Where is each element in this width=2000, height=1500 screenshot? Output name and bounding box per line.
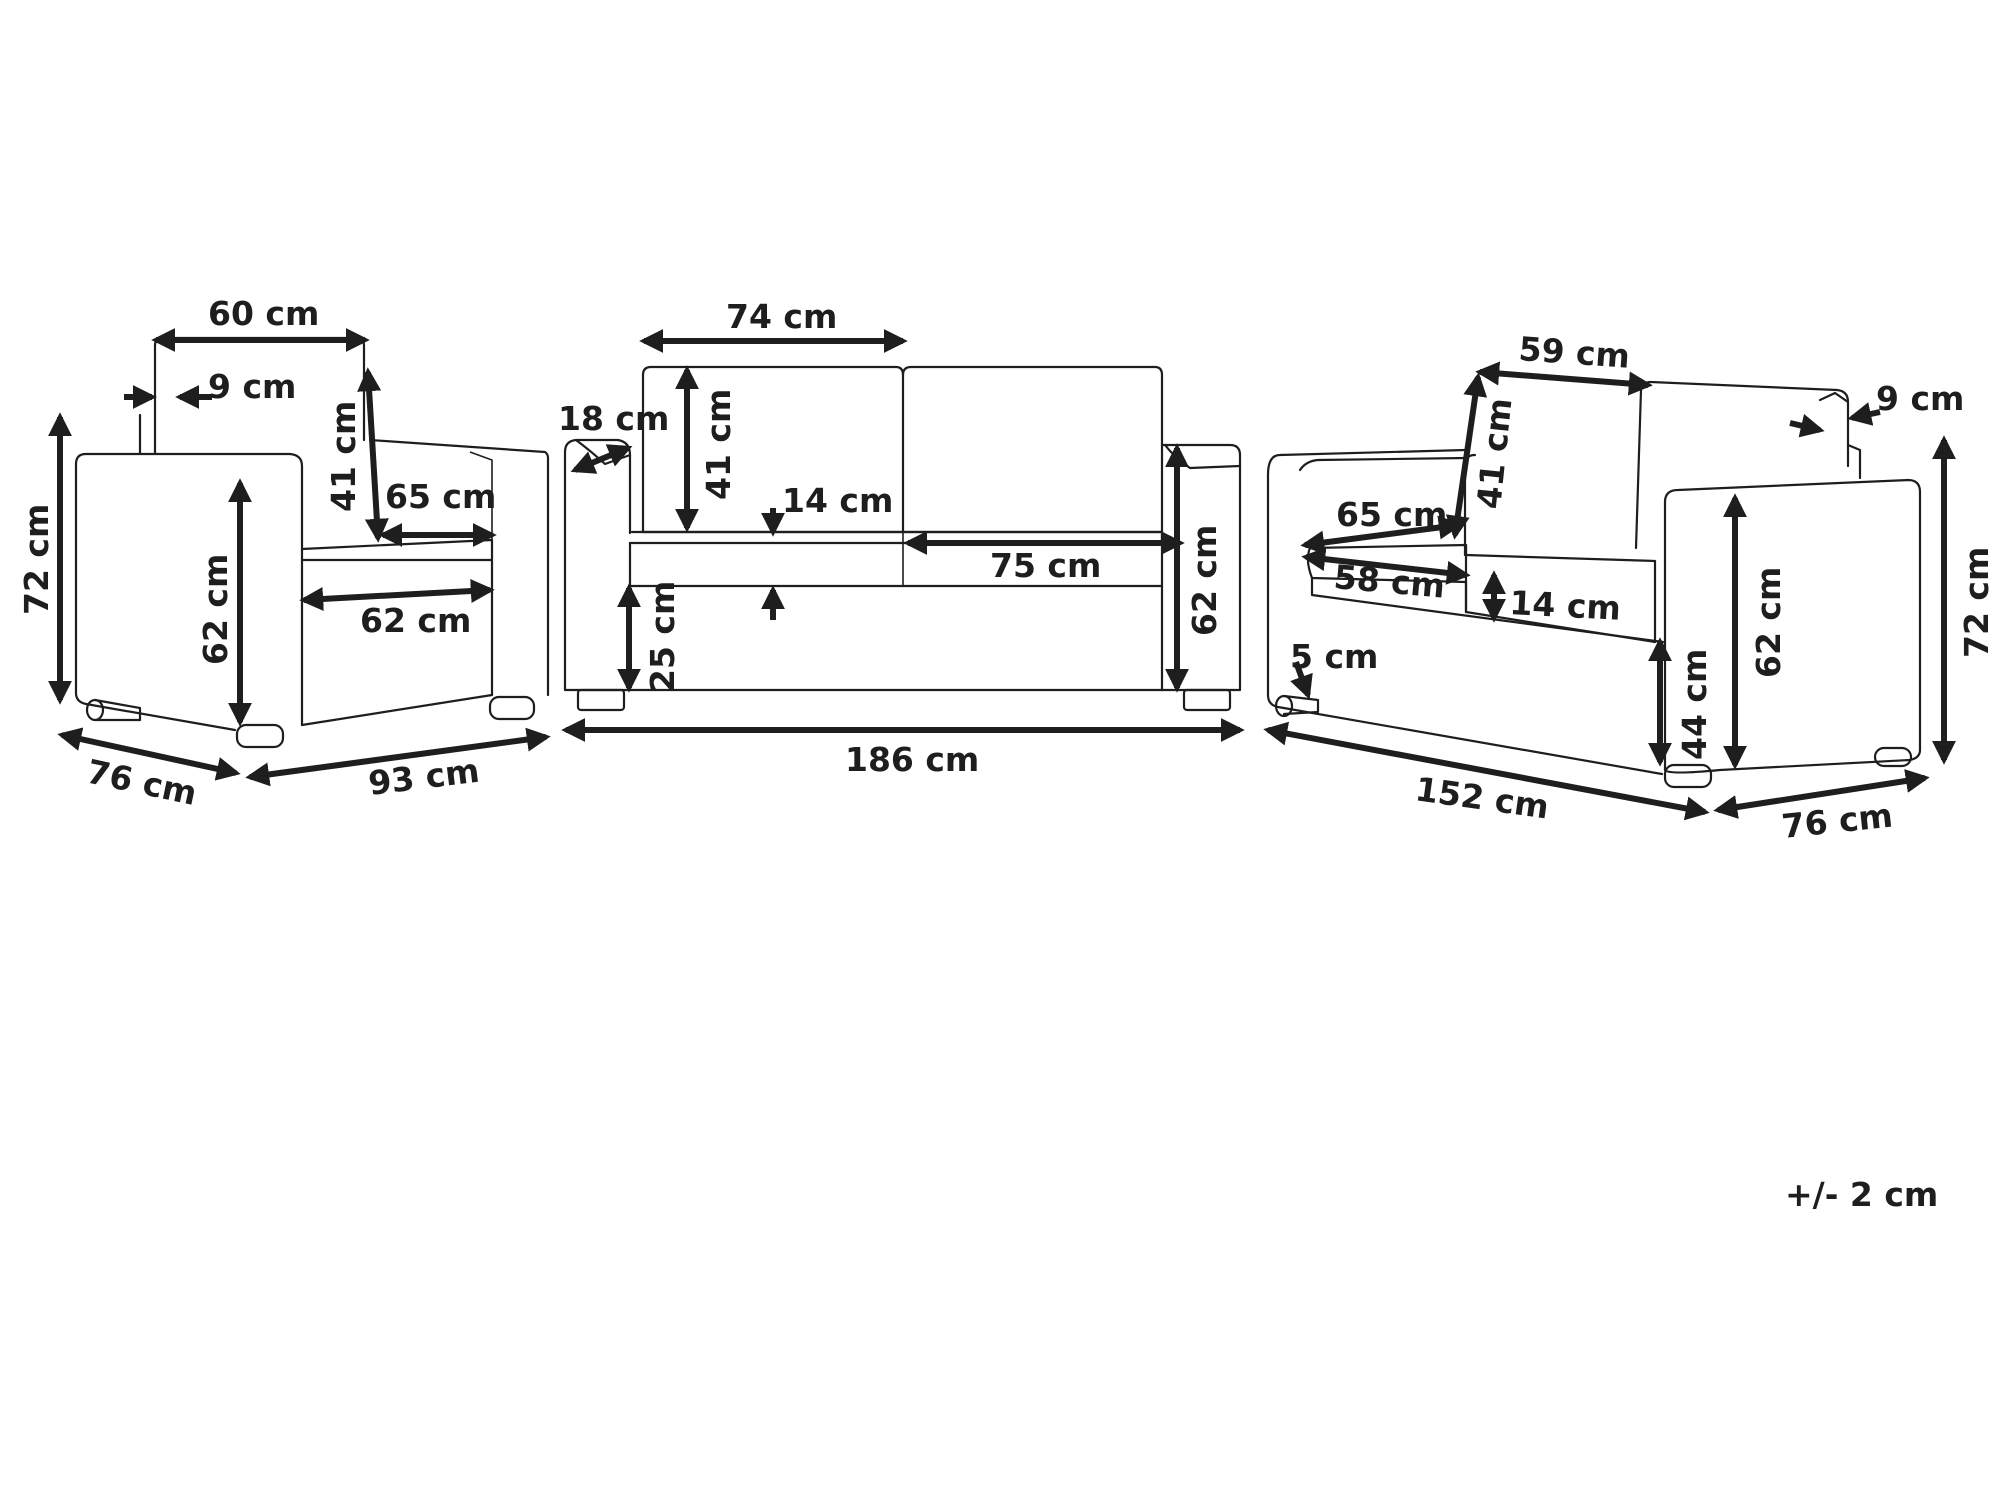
tolerance-note: +/- 2 cm — [1785, 1175, 1938, 1214]
sofa2-cushion-width-arrow — [1475, 361, 1653, 396]
armchair-seat-width-arrow — [299, 579, 495, 611]
armchair-arm-height-label: 62 cm — [196, 554, 235, 665]
armchair-total-height-label: 72 cm — [17, 504, 56, 615]
armchair-total-width-arrow — [245, 727, 551, 787]
sofa3-seat-width-label: 75 cm — [990, 546, 1101, 585]
sofa3-total-width-label: 186 cm — [845, 740, 979, 779]
sofa2-leg-height-label: 5 cm — [1290, 637, 1378, 676]
sofa3-dimensions: 74 cm 18 cm 41 cm 14 cm 75 cm 25 cm 62 c… — [558, 297, 1245, 779]
sofa2-back-height-label: 41 cm — [1469, 396, 1519, 511]
sofa2-seat-width-label: 58 cm — [1332, 557, 1446, 606]
sofa2-seat-height-label: 44 cm — [1675, 649, 1714, 760]
armchair-back-height-arrow — [357, 367, 389, 543]
armchair-back-height-label: 41 cm — [324, 401, 363, 512]
sofa2-total-height-label: 72 cm — [1957, 547, 1996, 658]
sofa2-leg-height-arrow — [1290, 660, 1313, 700]
armchair-back-width-label: 60 cm — [208, 294, 319, 333]
sofa2-arm-height-label: 62 cm — [1749, 567, 1788, 678]
armchair-total-depth-arrow — [57, 727, 241, 781]
sofa2-seat-thickness-label: 14 cm — [1509, 583, 1622, 628]
sofa2-seat-depth-arrow — [1300, 515, 1463, 555]
sofa2-dimensions: 59 cm 9 cm 41 cm 65 cm 58 cm 14 cm 5 cm … — [1263, 329, 1996, 846]
sofa3-seat-height-label: 25 cm — [643, 581, 682, 692]
sofa2-total-width-arrow — [1263, 721, 1710, 821]
sofa2-back-thickness-arrow-left — [1789, 413, 1825, 438]
sofa3-seat-thickness-label: 14 cm — [782, 481, 893, 520]
sofa3-cushion-width-label: 74 cm — [726, 297, 837, 336]
sofa2-back-height-arrow — [1445, 372, 1488, 540]
sofa2-total-depth-label: 76 cm — [1780, 796, 1895, 846]
sofa3-arm-height-label: 62 cm — [1185, 525, 1224, 636]
sofa3-arm-width-label: 18 cm — [558, 399, 669, 438]
sofa2-back-thickness-label: 9 cm — [1876, 379, 1964, 418]
sofa3-back-height-label: 41 cm — [699, 389, 738, 500]
sofa2-total-depth-arrow — [1713, 769, 1930, 819]
sofa2-cushion-width-label: 59 cm — [1517, 329, 1631, 376]
armchair-seat-depth-label: 65 cm — [385, 477, 496, 516]
sofa2-seat-width-arrow — [1301, 547, 1471, 585]
sofa2-seat-depth-label: 65 cm — [1336, 495, 1447, 534]
sofa3-arm-width-arrow — [570, 444, 633, 474]
armchair-dimensions: 60 cm 9 cm 41 cm 65 cm 62 cm 72 cm 62 cm… — [17, 294, 551, 813]
sofa2-back-thickness-arrow-right — [1847, 402, 1881, 426]
armchair-back-thickness-label: 9 cm — [208, 367, 296, 406]
armchair-seat-width-label: 62 cm — [360, 601, 471, 640]
